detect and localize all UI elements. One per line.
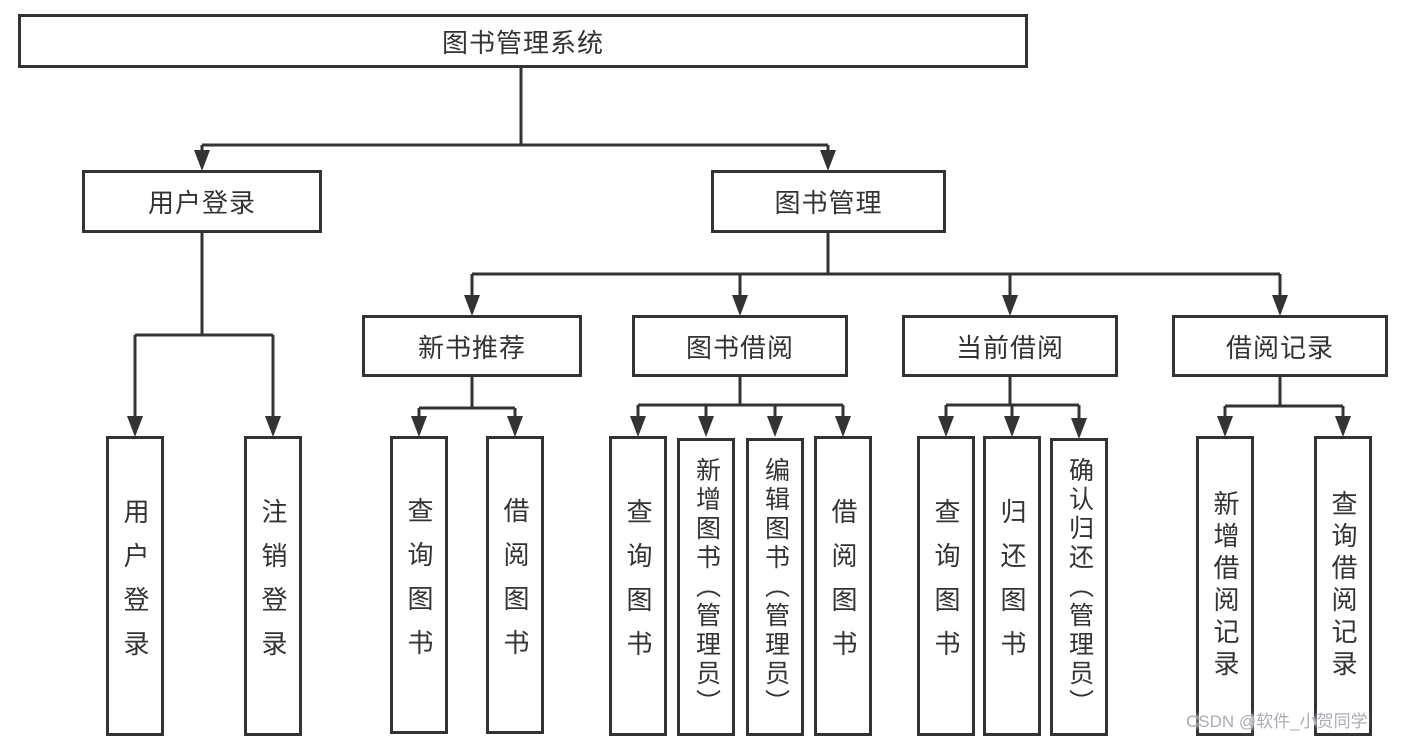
node-library-system-root: 图书管理系统 <box>18 14 1028 68</box>
node-user-login: 用户登录 <box>82 170 322 233</box>
leaf-cb-query-books: 查询图书 <box>917 436 975 736</box>
node-label: 借阅图书 <box>828 498 858 674</box>
arrowheads <box>127 150 1351 439</box>
node-current-borrowing: 当前借阅 <box>902 315 1118 377</box>
node-borrowing-records: 借阅记录 <box>1172 315 1388 377</box>
leaf-bb-query-books: 查询图书 <box>609 436 667 736</box>
node-label: 图书管理 <box>774 188 883 218</box>
leaf-bb-edit-book-admin: 编辑图书（管理员） <box>746 438 804 736</box>
node-label: 查询图书 <box>931 498 961 674</box>
leaf-br-query-record: 查询借阅记录 <box>1314 436 1372 736</box>
node-label: 用户登录 <box>120 498 150 674</box>
node-label: 注销登录 <box>258 498 288 674</box>
node-new-book-recommendation: 新书推荐 <box>362 315 582 377</box>
leaf-nbr-query-books: 查询图书 <box>390 436 448 734</box>
leaf-bb-add-book-admin: 新增图书（管理员） <box>677 438 735 736</box>
node-label: 归还图书 <box>997 498 1027 674</box>
node-label: 图书管理系统 <box>441 27 604 58</box>
node-label: 新增图书（管理员） <box>692 456 721 718</box>
node-label: 编辑图书（管理员） <box>761 456 790 718</box>
node-label: 图书借阅 <box>685 332 794 363</box>
leaf-cb-confirm-return-admin: 确认归还（管理员） <box>1050 438 1108 736</box>
leaf-br-add-record: 新增借阅记录 <box>1196 436 1254 736</box>
leaf-user-login: 用户登录 <box>106 436 164 736</box>
node-label: 查询图书 <box>404 497 434 673</box>
node-label: 当前借阅 <box>955 332 1064 363</box>
node-book-borrowing: 图书借阅 <box>632 315 848 377</box>
node-label: 查询图书 <box>623 498 653 674</box>
leaf-bb-borrow-books: 借阅图书 <box>814 436 872 736</box>
node-label: 借阅图书 <box>500 497 530 673</box>
node-book-management: 图书管理 <box>711 170 946 233</box>
node-label: 借阅记录 <box>1225 332 1334 363</box>
node-label: 新书推荐 <box>417 332 526 363</box>
csdn-watermark: CSDN @软件_小贺同学 <box>1186 712 1368 731</box>
leaf-cb-return-books: 归还图书 <box>983 436 1041 736</box>
node-label: 用户登录 <box>147 188 256 218</box>
node-label: 查询借阅记录 <box>1328 490 1358 682</box>
node-label: 确认归还（管理员） <box>1065 456 1094 718</box>
leaf-logout: 注销登录 <box>244 436 302 736</box>
node-label: 新增借阅记录 <box>1210 490 1240 682</box>
leaf-nbr-borrow-books: 借阅图书 <box>486 436 544 734</box>
